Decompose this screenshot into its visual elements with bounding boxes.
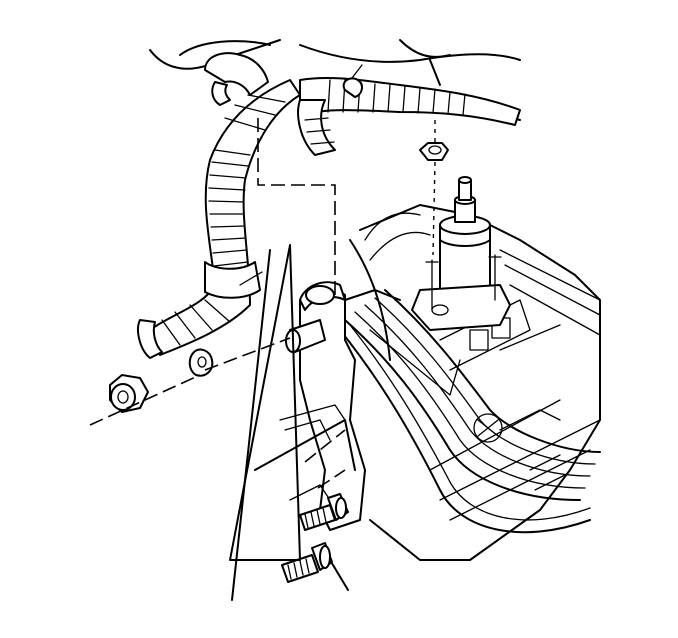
wiring-harness-conduit-left: [137, 79, 301, 359]
bracket-bolt-upper: [299, 493, 349, 531]
harness-clip: [204, 52, 363, 106]
intake-hoses: [339, 289, 601, 534]
alignment-lines: [89, 118, 356, 601]
wiring-harness-conduit-right: [149, 39, 521, 156]
bracket-bolt-lower: [281, 542, 333, 583]
mounting-stud-nut: [419, 120, 449, 256]
relay-module: [411, 176, 511, 331]
washer: [188, 348, 214, 377]
